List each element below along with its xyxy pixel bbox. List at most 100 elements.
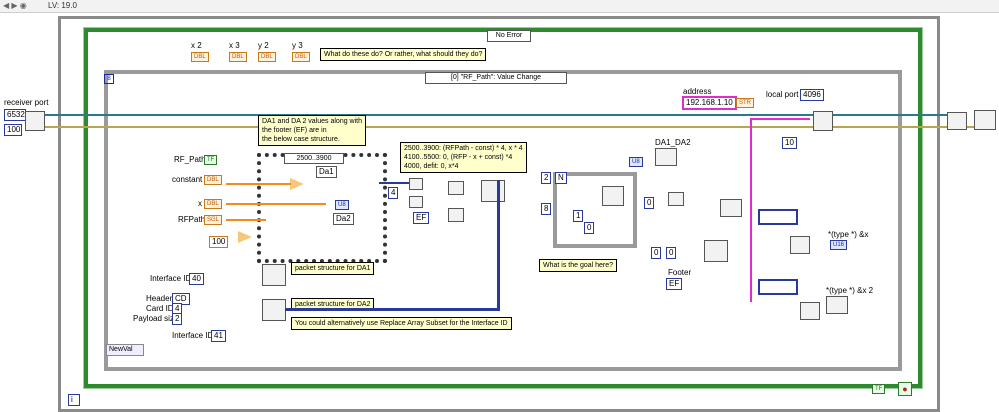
cluster-indicator	[826, 296, 848, 314]
x2-label: x 2	[191, 41, 202, 50]
payload-label: Payload size	[133, 314, 179, 323]
note-pkt-da1: packet structure for DA1	[291, 262, 375, 275]
y2-label: y 2	[258, 41, 269, 50]
udp-close-icon[interactable]	[947, 112, 967, 130]
x3-label: x 3	[229, 41, 240, 50]
header-label: Header	[146, 294, 173, 303]
newval-node: NewVal	[106, 344, 144, 356]
rf-path-term[interactable]: TF	[204, 155, 218, 165]
blue-wire-2	[285, 308, 500, 311]
y3-term[interactable]: DBL	[292, 52, 310, 62]
cast-node-b[interactable]	[790, 236, 810, 254]
four-constant[interactable]: 4	[388, 187, 399, 199]
footer-label: Footer	[668, 268, 692, 277]
note-goal: What is the goal here?	[539, 259, 618, 272]
rfpath-label: RFPath	[178, 215, 206, 224]
build-array-b[interactable]	[448, 208, 464, 222]
compare-node[interactable]	[238, 231, 252, 243]
zero-constant[interactable]: 0	[584, 222, 595, 234]
array-indicator-b	[758, 279, 798, 295]
count-constant[interactable]: 100	[4, 124, 22, 136]
note-formula: 2500..3900: (RFPath - const) * 4, x * 4 …	[400, 142, 527, 173]
build-array-c[interactable]	[668, 192, 684, 206]
eight-constant[interactable]: 8	[541, 203, 552, 215]
inner-case-selector[interactable]: 2500..3900	[284, 153, 344, 164]
ten-constant[interactable]: 10	[782, 137, 797, 149]
interface-id-1-label: Interface ID	[150, 274, 192, 283]
card-id-label: Card ID	[146, 304, 174, 313]
x3-term[interactable]: DBL	[229, 52, 247, 62]
build-array-footer[interactable]	[704, 240, 728, 262]
build-array-main[interactable]	[481, 180, 505, 202]
inner-u8-term[interactable]: U8	[335, 200, 349, 210]
payload-control[interactable]: 2	[172, 313, 183, 325]
build-array-da1[interactable]	[262, 264, 286, 286]
orange-wire-3	[226, 219, 266, 221]
array-indicator-a	[758, 209, 798, 225]
blue-wire-1	[497, 180, 500, 308]
rf-path-label: RF_Path	[174, 155, 206, 164]
footer-array-val[interactable]: 0	[651, 247, 662, 259]
stop-tf-term[interactable]: TF	[872, 384, 886, 394]
x2-term[interactable]: DBL	[191, 52, 209, 62]
mult-node-b[interactable]	[409, 196, 423, 208]
u8-indicator-term: U8	[629, 157, 643, 167]
constant-term[interactable]: DBL	[204, 175, 222, 185]
rfpath-term[interactable]: SGL	[204, 215, 223, 225]
error-wire	[26, 126, 986, 128]
array-subset-icon[interactable]	[602, 186, 624, 206]
da1-da2-indicator	[655, 148, 677, 166]
footer-array-val2[interactable]: 0	[666, 247, 677, 259]
pink-wire-vertical	[750, 118, 752, 302]
error-case-selector[interactable]: No Error	[487, 30, 531, 42]
x-label: x	[198, 199, 202, 208]
build-array-da2[interactable]	[262, 299, 286, 321]
hundred-constant[interactable]: 100	[209, 236, 229, 248]
blue-wire-3	[379, 182, 409, 184]
da2-node: Da2	[333, 213, 354, 225]
note-da-values: DA1 and DA 2 values along with the foote…	[258, 115, 367, 146]
title-bar: LV: 19.0 ◀ ▶ ◉	[0, 0, 999, 13]
cast-node-a[interactable]	[720, 199, 742, 217]
da1-node: Da1	[316, 166, 337, 178]
x-term[interactable]: DBL	[204, 199, 222, 209]
build-array-a[interactable]	[448, 181, 464, 195]
address-control[interactable]: 192.168.1.10	[682, 96, 737, 110]
stop-icon[interactable]: ●	[898, 382, 912, 396]
y3-label: y 3	[292, 41, 303, 50]
note-what-do: What do these do? Or rather, what should…	[320, 48, 487, 61]
note-replace: You could alternatively use Replace Arra…	[291, 317, 512, 330]
orange-wire-2	[226, 203, 326, 205]
type-x-label: *(type *) &x	[828, 230, 869, 239]
two-constant[interactable]: 2	[541, 172, 552, 184]
cast-node-c[interactable]	[800, 302, 820, 320]
zero-b-constant[interactable]: 0	[644, 197, 655, 209]
loop-index: 8	[104, 74, 114, 84]
local-port-control[interactable]: 4096	[800, 89, 824, 101]
n-terminal: N	[555, 172, 567, 184]
interface-id-2-control[interactable]: 41	[211, 330, 226, 342]
nav-icons[interactable]: ◀ ▶ ◉	[3, 1, 27, 10]
one-constant[interactable]: 1	[573, 210, 584, 222]
udp-open-icon[interactable]	[25, 111, 45, 131]
local-port-label: local port	[766, 90, 799, 99]
event-selector[interactable]: [0] "RF_Path": Value Change	[425, 72, 567, 84]
udp-write-icon[interactable]	[813, 111, 833, 131]
u16-term: U16	[830, 240, 848, 250]
ref-wire	[42, 114, 947, 116]
y2-term[interactable]: DBL	[258, 52, 276, 62]
type-x2-label: *(type *) &x 2	[826, 286, 874, 295]
error-handler-icon[interactable]	[974, 110, 996, 130]
subtract-node[interactable]	[290, 178, 304, 190]
footer-control[interactable]: EF	[666, 278, 683, 290]
address-str-term[interactable]: STR	[736, 98, 754, 108]
info-icon[interactable]: i	[68, 394, 80, 406]
interface-id-1-control[interactable]: 40	[189, 273, 204, 285]
for-loop	[553, 172, 637, 248]
receiver-port-label: receiver port	[4, 98, 49, 107]
ef-constant[interactable]: EF	[413, 212, 430, 224]
orange-wire-1	[226, 183, 291, 185]
mult-node-a[interactable]	[409, 178, 423, 190]
interface-id-2-label: Interface ID	[172, 331, 214, 340]
receiver-port-control[interactable]: 6532	[4, 109, 26, 121]
